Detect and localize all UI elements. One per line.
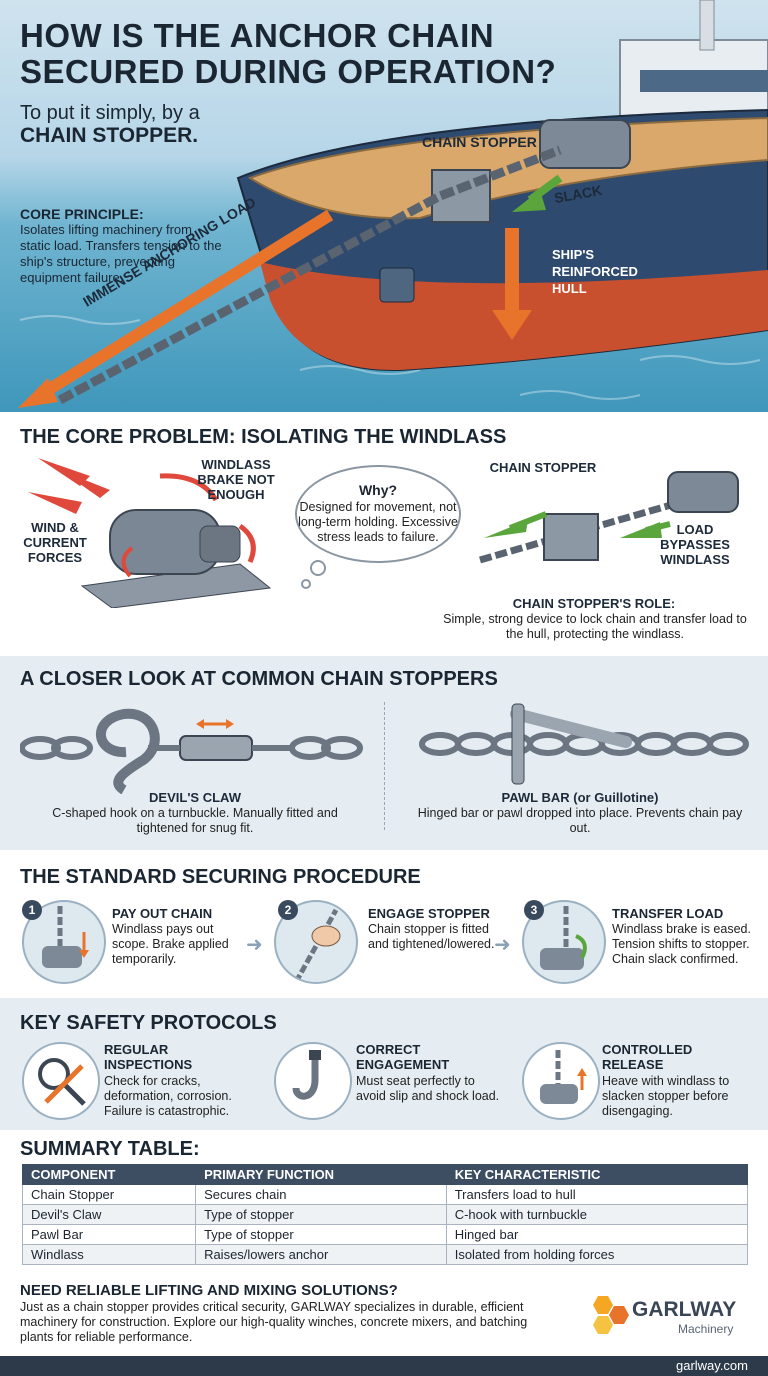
windlass-brake-label: WINDLASS BRAKE NOT ENOUGH <box>197 457 275 502</box>
hook-icon <box>274 1042 352 1120</box>
brand-name: GARLWAY <box>632 1298 737 1321</box>
table-cell: Windlass <box>21 1244 197 1265</box>
garlway-logo-icon <box>593 1296 629 1334</box>
windlass-illustration <box>28 458 272 608</box>
table-cell: Isolated from holding forces <box>445 1244 749 1265</box>
summary-title: SUMMARY TABLE: <box>20 1138 200 1160</box>
reinforced-hull-callout: SHIP'S REINFORCED HULL <box>552 247 638 296</box>
step-3-number: 3 <box>524 900 544 920</box>
table-cell: Type of stopper <box>195 1224 447 1245</box>
stopper-role-heading: CHAIN STOPPER'S ROLE: <box>512 596 676 611</box>
windlass-release-icon <box>522 1042 600 1120</box>
core-problem-title: THE CORE PROBLEM: ISOLATING THE WINDLASS <box>20 426 507 448</box>
page-title: HOW IS THE ANCHOR CHAIN SECURED DURING O… <box>20 17 557 90</box>
safety-section: KEY SAFETY PROTOCOLS REGULAR INSPECTIONS… <box>0 998 768 1130</box>
hero-subtitle-bold: CHAIN STOPPER. <box>20 124 199 147</box>
chain-stopper-callout: CHAIN STOPPER <box>422 134 537 150</box>
table-cell: Devil's Claw <box>21 1204 197 1225</box>
safety-title: KEY SAFETY PROTOCOLS <box>20 1012 277 1034</box>
hero-subtitle: To put it simply, by a <box>20 102 200 124</box>
footer-link[interactable]: garlway.com <box>675 1358 748 1373</box>
stopper-diagram <box>479 471 739 564</box>
step-1-heading: PAY OUT CHAIN <box>112 906 213 921</box>
step-2-heading: ENGAGE STOPPER <box>368 906 490 921</box>
footer-bar: garlway.com <box>0 1356 768 1376</box>
summary-table: COMPONENT PRIMARY FUNCTION KEY CHARACTER… <box>21 1164 749 1265</box>
brand-subtitle: Machinery <box>678 1322 734 1336</box>
stopper-role-text: Simple, strong device to lock chain and … <box>443 612 747 641</box>
cta-text: Just as a chain stopper provides critica… <box>20 1300 528 1344</box>
procedure-title: THE STANDARD SECURING PROCEDURE <box>20 866 421 888</box>
safety-3-heading: CONTROLLED RELEASE <box>602 1042 693 1072</box>
devils-claw-text: C-shaped hook on a turnbuckle. Manually … <box>52 806 338 835</box>
table-row: Devil's Claw Type of stopper C-hook with… <box>21 1204 749 1225</box>
step-3-heading: TRANSFER LOAD <box>612 906 724 921</box>
magnifier-wrench-icon <box>22 1042 100 1120</box>
pawl-bar-illustration <box>419 703 749 785</box>
cta-section: NEED RELIABLE LIFTING AND MIXING SOLUTIO… <box>0 1278 768 1356</box>
hero-section: HOW IS THE ANCHOR CHAIN SECURED DURING O… <box>0 0 768 412</box>
step-2-number: 2 <box>278 900 298 920</box>
table-row: Chain Stopper Secures chain Transfers lo… <box>21 1184 749 1205</box>
cta-heading: NEED RELIABLE LIFTING AND MIXING SOLUTIO… <box>20 1282 398 1299</box>
table-cell: Chain Stopper <box>21 1184 197 1205</box>
step-1-text: Windlass pays out scope. Brake applied t… <box>112 922 229 966</box>
why-heading: Why? <box>358 482 398 498</box>
safety-1-text: Check for cracks, deformation, corrosion… <box>104 1074 232 1118</box>
safety-3-text: Heave with windlass to slacken stopper b… <box>602 1074 730 1118</box>
arrow-right-icon: ➜ <box>246 934 263 956</box>
table-cell: Pawl Bar <box>21 1224 197 1245</box>
summary-section: SUMMARY TABLE: COMPONENT PRIMARY FUNCTIO… <box>0 1130 768 1278</box>
table-header-cell: COMPONENT <box>21 1164 197 1185</box>
safety-2-heading: CORRECT ENGAGEMENT <box>356 1042 450 1072</box>
table-cell: Transfers load to hull <box>445 1184 749 1205</box>
table-cell: Raises/lowers anchor <box>195 1244 447 1265</box>
table-cell: Type of stopper <box>195 1204 447 1225</box>
arrow-right-icon: ➜ <box>494 934 511 956</box>
devils-claw-name: DEVIL'S CLAW <box>149 790 241 805</box>
chain-stoppers-section: A CLOSER LOOK AT COMMON CHAIN STOPPERS D… <box>0 656 768 850</box>
step-2-text: Chain stopper is fitted and tightened/lo… <box>368 922 495 951</box>
devils-claw-illustration <box>20 708 363 794</box>
core-problem-section: THE CORE PROBLEM: ISOLATING THE WINDLASS… <box>0 412 768 656</box>
safety-1-heading: REGULAR INSPECTIONS <box>104 1042 193 1072</box>
why-text: Designed for movement, not long-term hol… <box>298 500 458 544</box>
table-cell: C-hook with turnbuckle <box>445 1204 749 1225</box>
table-cell: Secures chain <box>195 1184 447 1205</box>
table-cell: Hinged bar <box>445 1224 749 1245</box>
wind-current-label: WIND & CURRENT FORCES <box>23 520 87 565</box>
table-row: Pawl Bar Type of stopper Hinged bar <box>21 1224 749 1245</box>
table-row: Windlass Raises/lowers anchor Isolated f… <box>21 1244 749 1265</box>
stopper-diagram-label: CHAIN STOPPER <box>489 460 597 475</box>
core-principle-text: Isolates lifting machinery from static l… <box>20 222 222 285</box>
table-header-row: COMPONENT PRIMARY FUNCTION KEY CHARACTER… <box>21 1164 749 1185</box>
core-principle-heading: CORE PRINCIPLE: <box>20 206 144 222</box>
step-3-text: Windlass brake is eased. Tension shifts … <box>612 922 751 966</box>
table-header-cell: PRIMARY FUNCTION <box>195 1164 447 1185</box>
step-1-number: 1 <box>22 900 42 920</box>
pawl-bar-text: Hinged bar or pawl dropped into place. P… <box>417 806 743 835</box>
ship-scene-illustration <box>18 0 768 408</box>
load-bypasses-label: LOAD BYPASSES WINDLASS <box>660 522 730 567</box>
pawl-bar-name: PAWL BAR (or Guillotine) <box>501 790 659 805</box>
table-header-cell: KEY CHARACTERISTIC <box>445 1164 749 1185</box>
thought-bubble <box>295 465 461 589</box>
chain-stoppers-title: A CLOSER LOOK AT COMMON CHAIN STOPPERS <box>20 668 498 690</box>
safety-2-text: Must seat perfectly to avoid slip and sh… <box>356 1074 500 1103</box>
divider <box>384 702 385 830</box>
procedure-section: THE STANDARD SECURING PROCEDURE 1 PAY OU… <box>0 850 768 998</box>
